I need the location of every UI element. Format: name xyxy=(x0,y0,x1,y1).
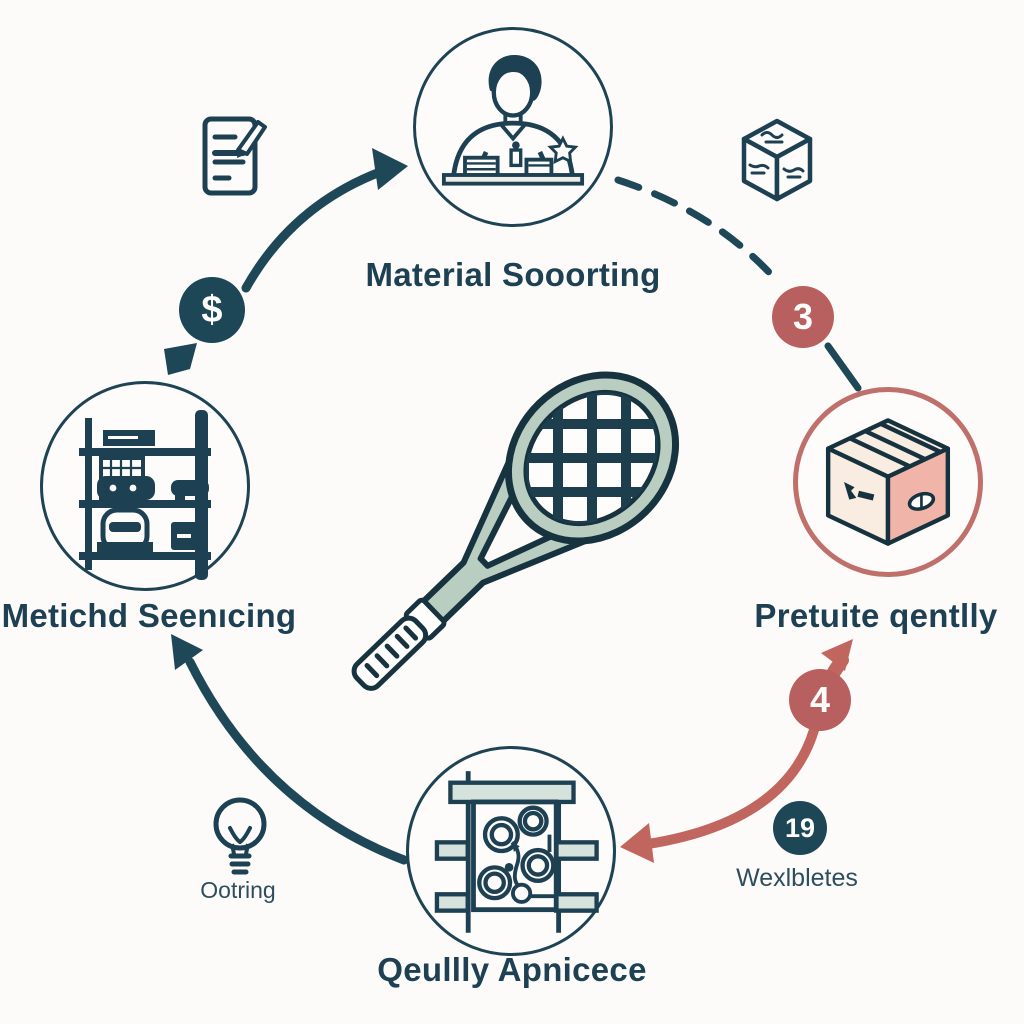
node-quality-acceptance xyxy=(406,746,616,956)
caption-ootring: Ootring xyxy=(200,877,276,903)
step-3-badge: 3 xyxy=(772,286,834,348)
node-pretuite-gentlly xyxy=(793,387,983,577)
storage-shelf-icon xyxy=(79,410,211,580)
tennis-racket-illustration xyxy=(351,371,680,691)
step-19-badge: 19 xyxy=(773,801,827,855)
stub-step3-to-box xyxy=(824,342,862,392)
caption-wexlbletes: Wexlbletes xyxy=(736,864,858,892)
arrow-to-material-sorting xyxy=(241,148,408,293)
label-method-sequencing: Metichd Seenıcing xyxy=(1,597,297,634)
package-cube-icon xyxy=(741,118,813,202)
dashed-arc-to-step3 xyxy=(614,176,782,286)
label-quality-acceptance: Qeullly Apnicece xyxy=(377,951,647,988)
node-method-sequencing xyxy=(40,381,250,591)
label-pretuite-gentlly: Pretuite qentlly xyxy=(754,597,998,634)
document-pencil-icon xyxy=(202,116,267,196)
flag-marker xyxy=(164,343,197,375)
step-4-badge: 4 xyxy=(789,669,851,731)
arrow-to-method-sequencing xyxy=(171,634,409,865)
dollar-badge-text: $ xyxy=(201,288,223,331)
step-19-text: 19 xyxy=(784,812,816,843)
red-arrow-to-quality xyxy=(620,725,819,863)
red-arrow-up xyxy=(821,639,853,679)
person-sorting-desk-icon xyxy=(441,54,585,186)
label-material-sorting: Material Sooorting xyxy=(365,256,661,293)
stringing-machine-icon xyxy=(434,771,599,933)
lightbulb-icon xyxy=(213,797,267,875)
node-material-sorting xyxy=(413,27,613,227)
step-4-text: 4 xyxy=(809,679,831,720)
dollar-badge: $ xyxy=(179,277,245,343)
step-3-text: 3 xyxy=(792,296,814,337)
shipping-box-icon xyxy=(825,418,951,546)
